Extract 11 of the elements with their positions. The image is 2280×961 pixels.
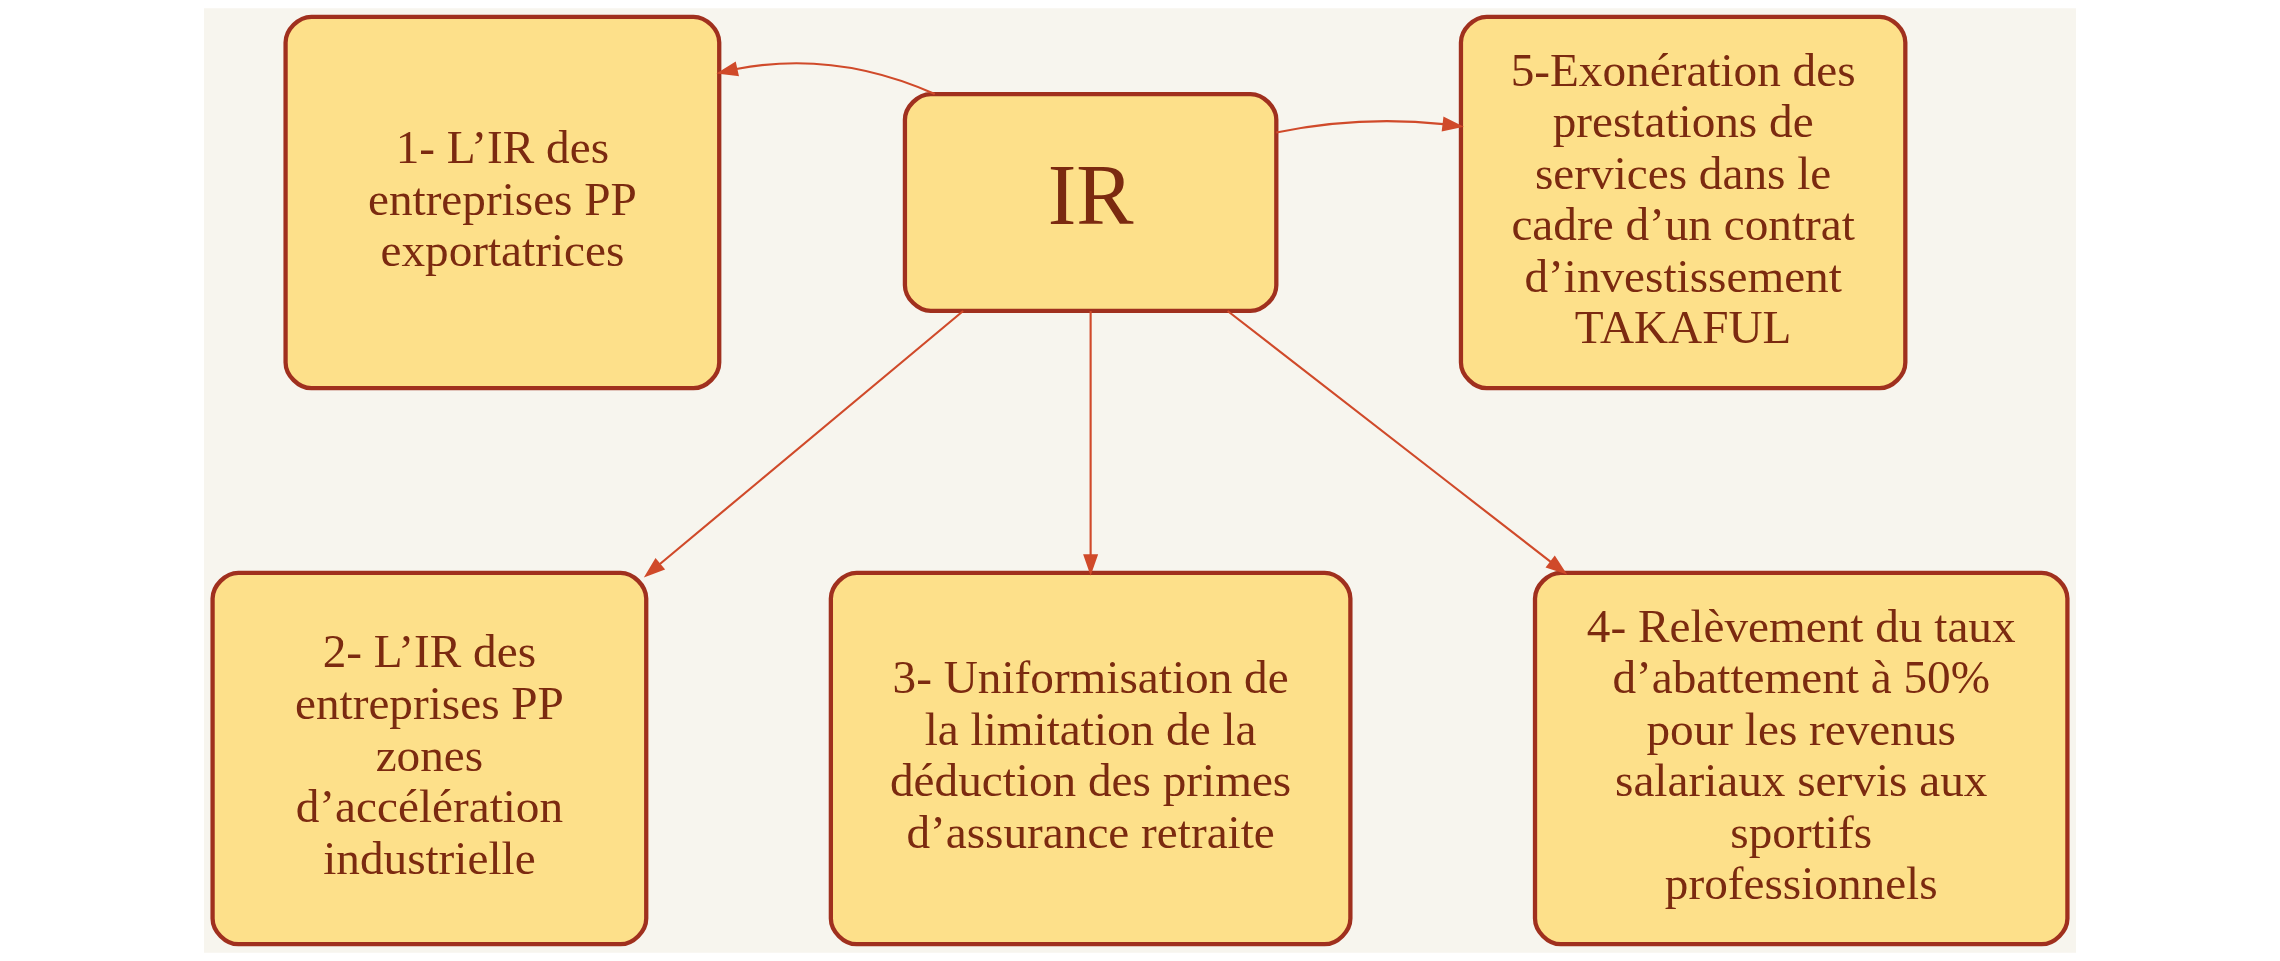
arrow (1276, 116, 1464, 134)
arrow (716, 61, 936, 95)
node-box: 2- L’IR des entreprises PP zones d’accélération industrielle (210, 570, 649, 947)
node-box: 3- Uniformisation de la limitation de la déduction des primes d’assurance retraite (828, 570, 1353, 947)
arrow (1226, 310, 1568, 575)
node-box: 4- Relèvement du taux d’abattement à 50% pour les revenus salariaux servis aux sportifs professionnels (1532, 570, 2070, 947)
node-box: IR (902, 91, 1279, 314)
node-box: 5-Exonération des prestations de services dans le cadre d’un contrat d’investissement TAKAFUL (1458, 14, 1908, 391)
arrow (643, 310, 964, 578)
arrow (1083, 311, 1099, 576)
node-box: 1- L’IR des entreprises PP exportatrices (283, 14, 722, 391)
